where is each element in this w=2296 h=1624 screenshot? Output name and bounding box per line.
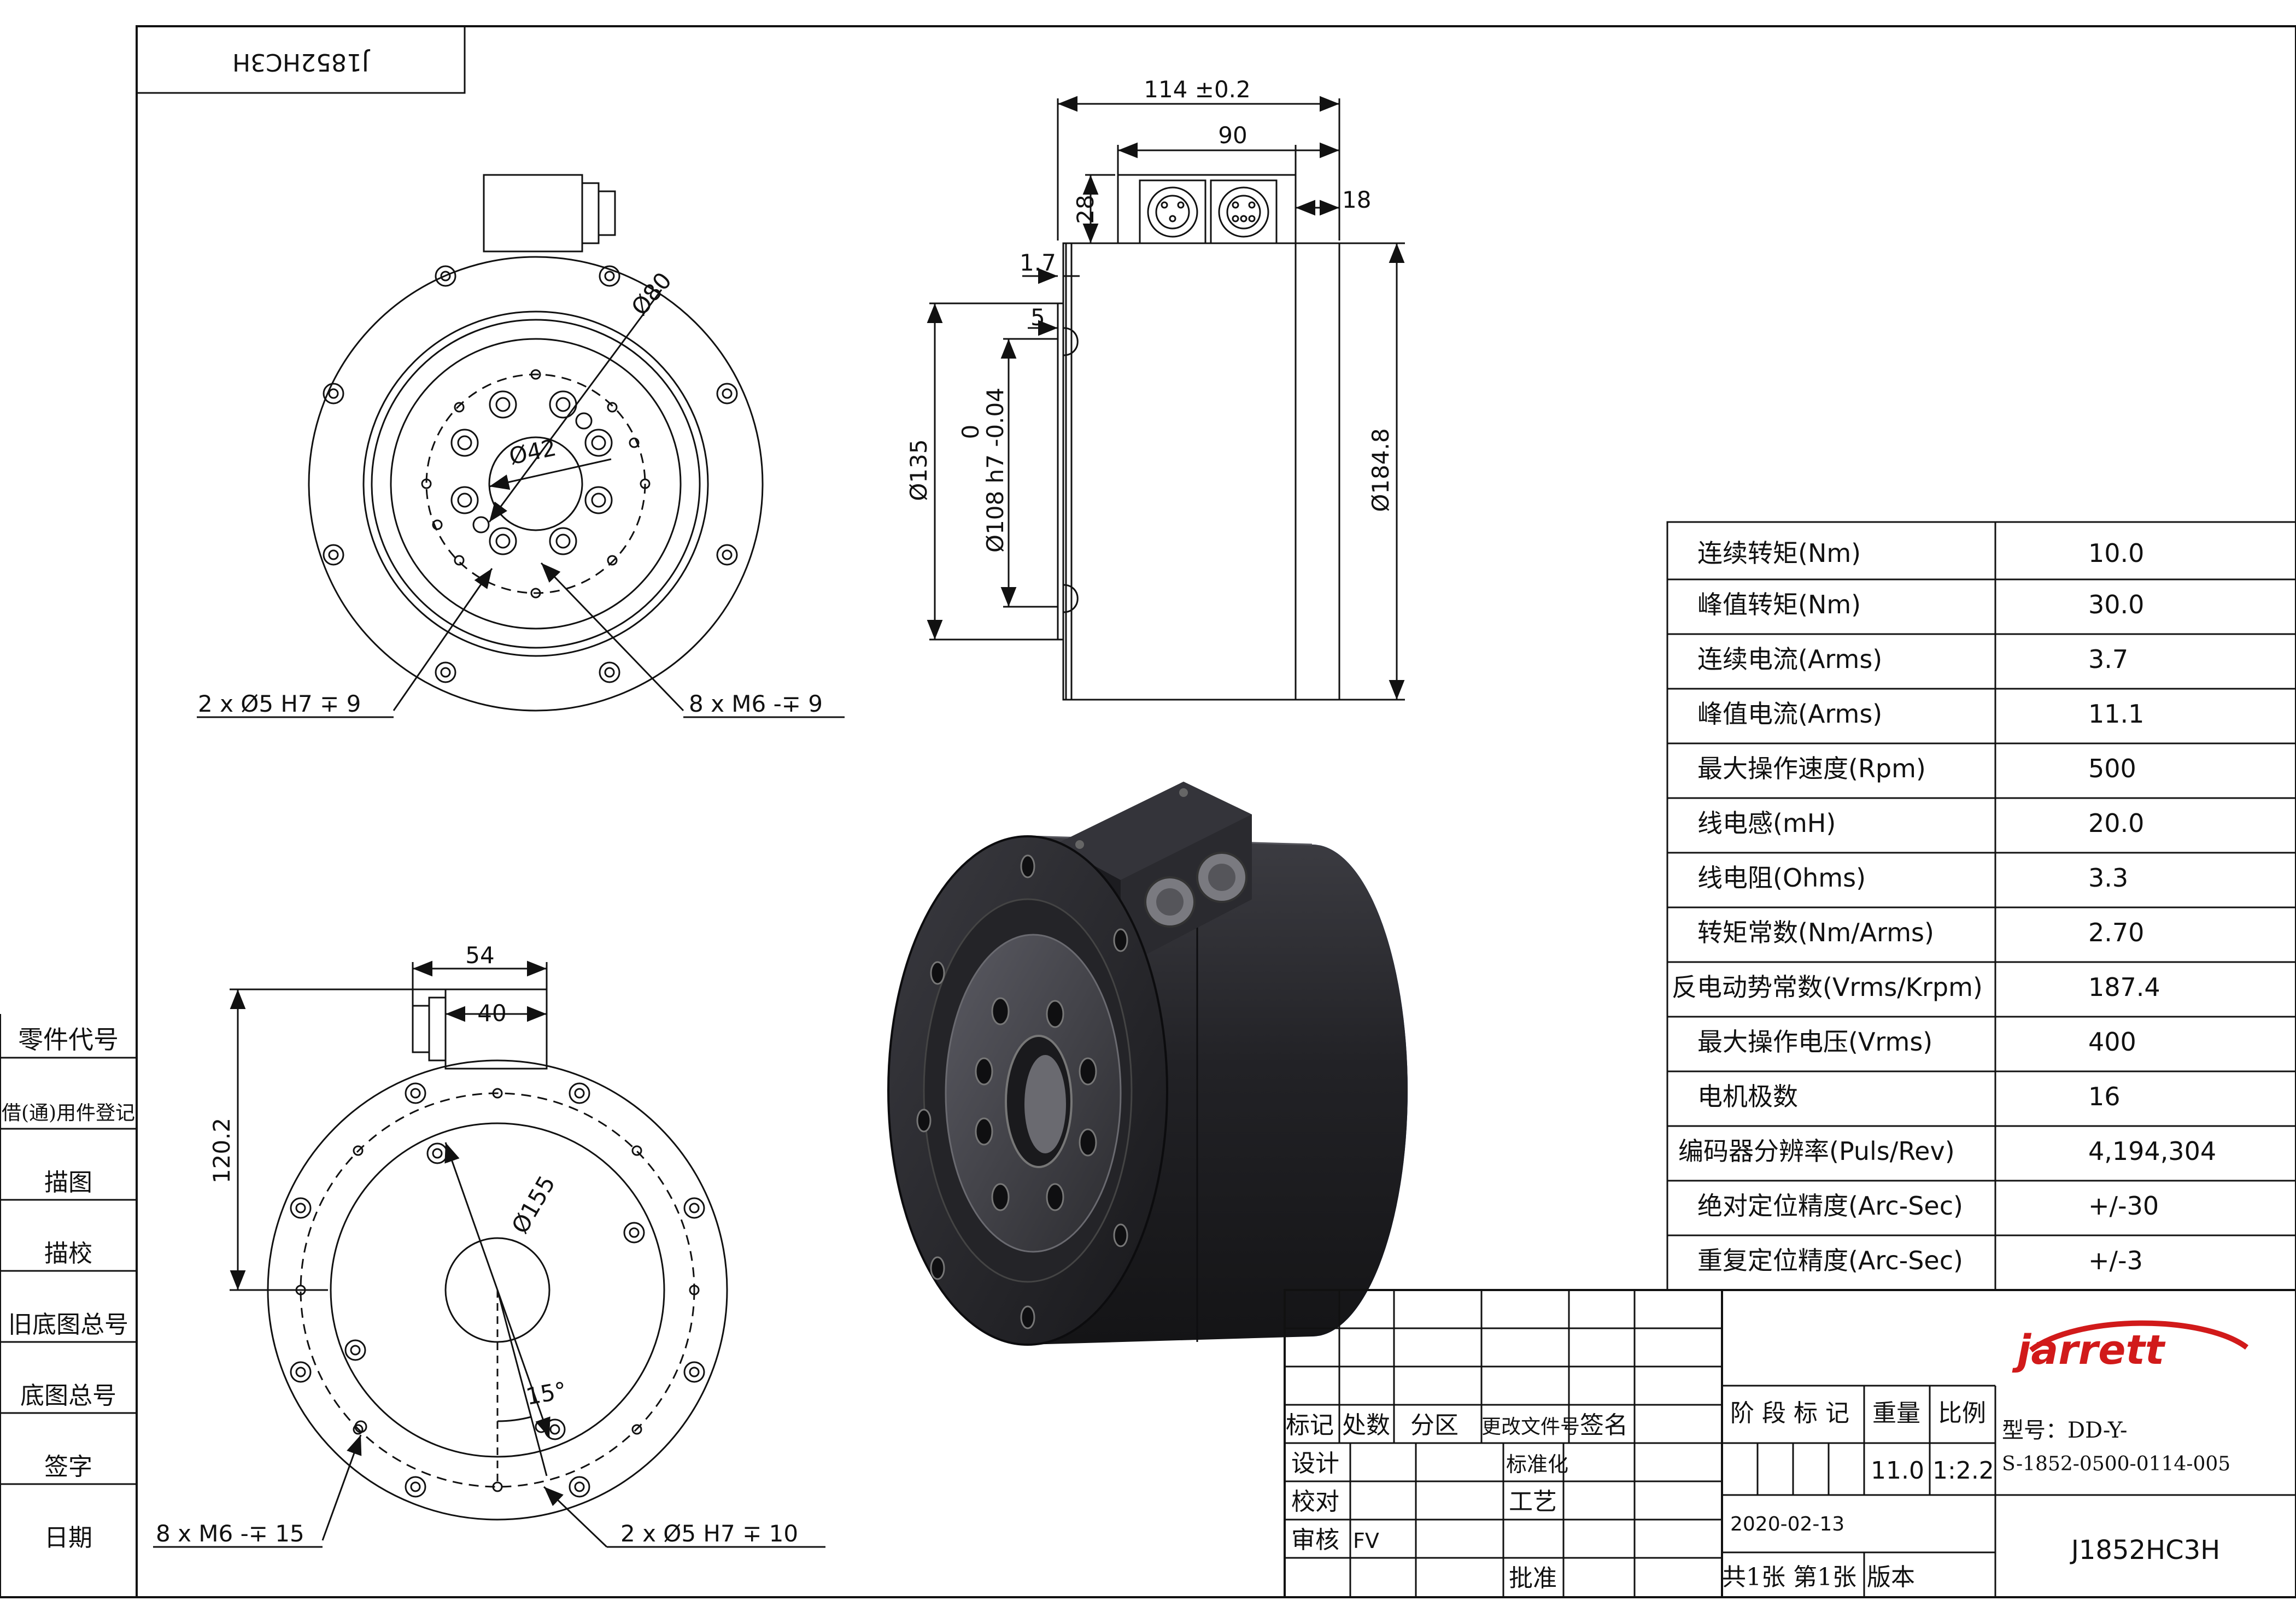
drawing-date: 2020-02-13 <box>1730 1513 1844 1535</box>
version-label: 版本 <box>1867 1563 1915 1591</box>
process-label: 工艺 <box>1509 1488 1557 1516</box>
sheet-border <box>136 25 2296 1598</box>
spec-label: 最大操作速度(Rpm) <box>1697 754 1926 783</box>
outer-flange <box>308 256 764 712</box>
dim-90: 90 <box>1218 122 1247 149</box>
dim-dia-135: Ø135 <box>905 439 932 501</box>
dim-1-7: 1.7 <box>1020 249 1056 276</box>
review-sign: FV <box>1353 1529 1379 1553</box>
margin-label: 零件代号 <box>18 1025 119 1054</box>
dim-28: 28 <box>1072 195 1099 224</box>
spec-label: 转矩常数(Nm/Arms) <box>1697 918 1934 947</box>
rev-header: 处数 <box>1342 1411 1390 1439</box>
spec-label: 编码器分辨率(Puls/Rev) <box>1678 1136 1955 1166</box>
spec-label: 反电动势常数(Vrms/Krpm) <box>1672 972 1983 1002</box>
side-view <box>927 96 1405 701</box>
spec-label: 电机极数 <box>1697 1082 1798 1111</box>
note-pin-holes: 2 x Ø5 H7 ∓ 9 <box>198 690 361 717</box>
review-label: 审核 <box>1291 1526 1339 1554</box>
scale-value: 1:2.2 <box>1932 1457 1994 1485</box>
margin-label: 签字 <box>44 1453 92 1481</box>
spec-label: 线电感(mH) <box>1697 808 1836 838</box>
spec-value: +/-3 <box>2088 1246 2143 1275</box>
spec-table: 连续转矩(Nm) 10.0 峰值转矩(Nm) 30.0 连续电流(Arms) 3… <box>1666 521 2296 1291</box>
corner-label: J1852HC3H <box>232 48 371 76</box>
note-rear-pin: 2 x Ø5 H7 ∓ 10 <box>620 1520 798 1547</box>
rev-header: 标记 <box>1286 1411 1334 1439</box>
scale-label: 比例 <box>1938 1399 1986 1427</box>
drawing-number: J1852HC3H <box>2070 1535 2221 1566</box>
weight-value: 11.0 <box>1871 1457 1924 1485</box>
spec-value: 187.4 <box>2088 972 2160 1002</box>
bottom-view <box>153 960 825 1548</box>
approve-label: 批准 <box>1509 1564 1557 1592</box>
spec-value: 3.7 <box>2088 644 2128 674</box>
model-line-1: 型号：DD-Y- <box>2002 1418 2128 1443</box>
rev-header: 分区 <box>1410 1411 1459 1439</box>
connector-box <box>483 174 583 253</box>
margin-label: 旧底图总号 <box>8 1311 128 1339</box>
design-label: 设计 <box>1291 1450 1339 1478</box>
spec-label: 线电阻(Ohms) <box>1697 863 1866 893</box>
standardize-label: 标准化 <box>1506 1452 1568 1476</box>
dim-120-2: 120.2 <box>208 1118 235 1183</box>
top-view <box>197 174 845 718</box>
margin-label: 底图总号 <box>20 1382 116 1410</box>
spec-label: 绝对定位精度(Arc-Sec) <box>1697 1191 1963 1221</box>
dim-dia-42: Ø42 <box>507 434 559 470</box>
spec-value: 400 <box>2088 1027 2136 1057</box>
margin-label: 借(通)用件登记 <box>2 1102 135 1124</box>
spec-label: 重复定位精度(Arc-Sec) <box>1697 1246 1963 1275</box>
spec-label: 峰值电流(Arms) <box>1697 699 1882 729</box>
title-block <box>1284 1289 2296 1598</box>
stage-mark-label: 阶 段 标 记 <box>1730 1399 1849 1427</box>
spec-value: 10.0 <box>2088 538 2144 568</box>
logo-text: jarrett <box>2012 1327 2166 1374</box>
dim-dia-108: Ø108 h7 -0.04 <box>982 388 1009 553</box>
spec-value: 20.0 <box>2088 808 2144 838</box>
rev-header: 更改文件号 <box>1481 1416 1580 1438</box>
dim-dia-80: Ø80 <box>626 267 677 321</box>
spec-value: 16 <box>2088 1082 2121 1111</box>
spec-label: 连续电流(Arms) <box>1697 644 1882 674</box>
note-thread-holes: 8 x M6 -∓ 9 <box>689 690 823 717</box>
sheet-count: 共1张 第1张 <box>1722 1563 1856 1591</box>
spec-value: 11.1 <box>2088 699 2144 729</box>
margin-label: 描图 <box>44 1169 92 1197</box>
spec-label: 峰值转矩(Nm) <box>1697 590 1861 619</box>
spec-value: 2.70 <box>2088 918 2144 947</box>
side-connector-box <box>1117 174 1297 244</box>
weight-label: 重量 <box>1872 1399 1920 1427</box>
corner-label-box <box>136 25 466 94</box>
dim-tol-0: 0 <box>957 425 984 439</box>
margin-label: 描校 <box>44 1240 92 1268</box>
dim-114: 114 ±0.2 <box>1144 76 1251 103</box>
dim-dia-184-8: Ø184.8 <box>1367 428 1394 512</box>
dim-5: 5 <box>1030 304 1045 331</box>
spec-label: 最大操作电压(Vrms) <box>1697 1027 1932 1057</box>
dim-54: 54 <box>465 942 494 969</box>
spec-value: +/-30 <box>2088 1191 2159 1221</box>
rev-header: 签名 <box>1580 1411 1628 1439</box>
spec-value: 3.3 <box>2088 863 2128 893</box>
dim-18: 18 <box>1342 186 1371 213</box>
note-rear-thread: 8 x M6 -∓ 15 <box>156 1520 304 1547</box>
model-line-2: S-1852-0500-0114-005 <box>2002 1453 2230 1475</box>
left-margin-table: 零件代号 借(通)用件登记 描图 描校 旧底图总号 底图总号 签字 日期 <box>0 1025 137 1552</box>
spec-value: 4,194,304 <box>2088 1136 2216 1166</box>
check-label: 校对 <box>1291 1488 1339 1516</box>
jarrett-logo: jarrett <box>2012 1320 2248 1374</box>
spec-value: 500 <box>2088 754 2136 783</box>
dim-40: 40 <box>477 1000 506 1027</box>
margin-label: 日期 <box>44 1524 92 1552</box>
spec-value: 30.0 <box>2088 590 2144 619</box>
spec-label: 连续转矩(Nm) <box>1697 538 1861 568</box>
motor-3d-render <box>887 782 1408 1346</box>
dim-dia-155: Ø155 <box>506 1171 560 1238</box>
